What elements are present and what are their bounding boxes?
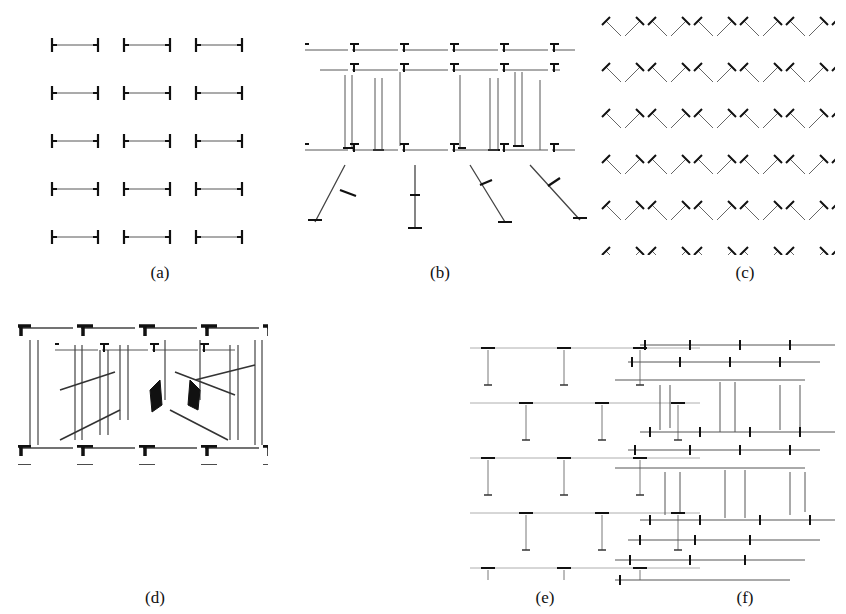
brick-lattice — [470, 340, 700, 580]
panel-label: (c) — [736, 264, 755, 281]
3d-stack — [615, 340, 835, 585]
panel-label: (e) — [536, 589, 555, 606]
panel-label: (a) — [151, 264, 170, 281]
layered-stack — [305, 38, 587, 228]
panel-label: (d) — [145, 589, 165, 606]
channel-view — [18, 318, 268, 465]
panel-label: (b) — [430, 264, 450, 281]
molecule-grid — [46, 21, 256, 261]
panel-label: (f) — [737, 589, 754, 606]
herringbone — [600, 15, 835, 255]
